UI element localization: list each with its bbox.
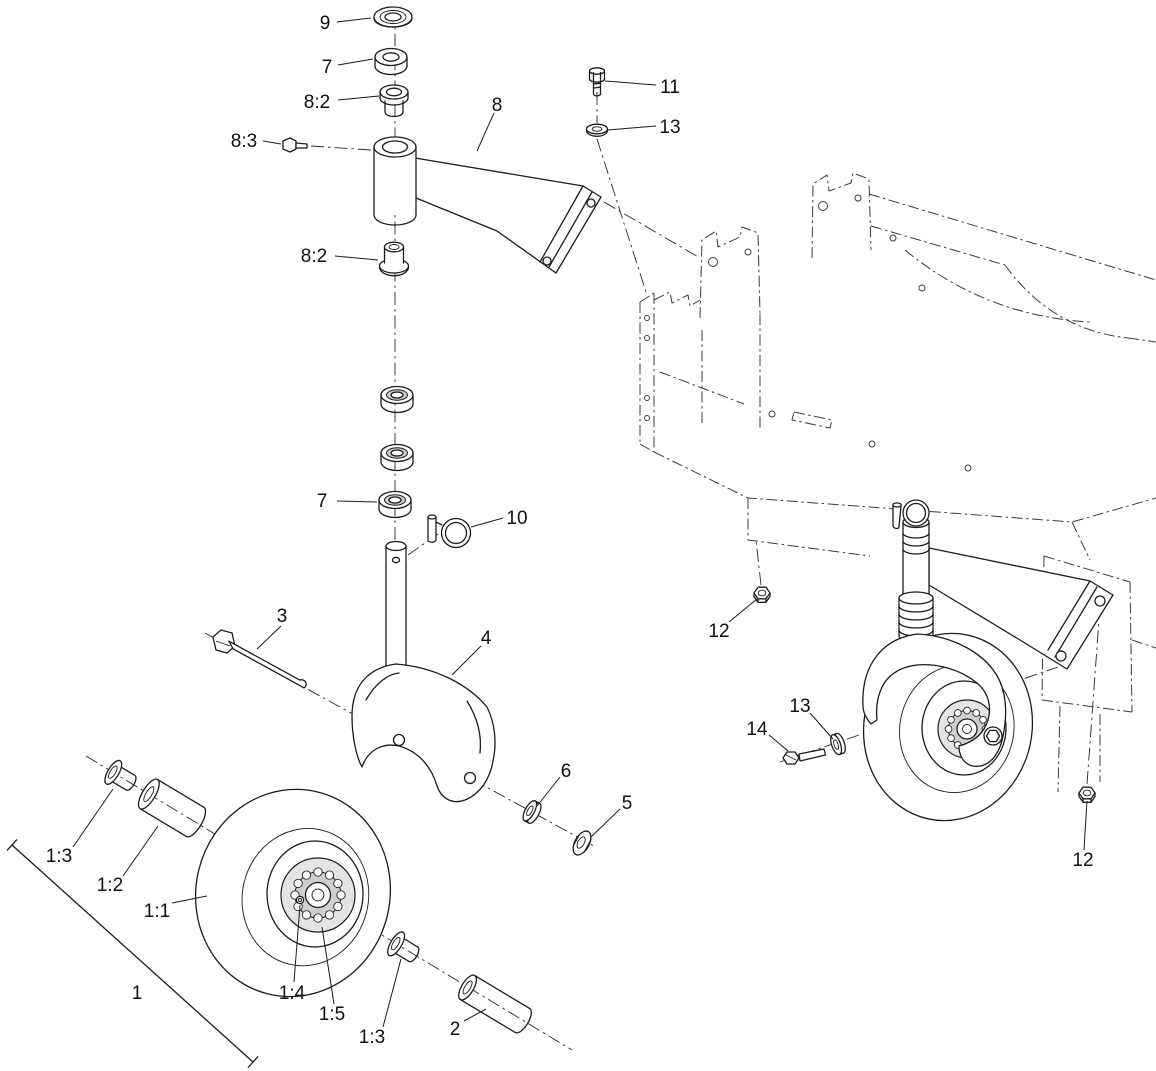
part-1-3-bearing-lower xyxy=(387,931,420,963)
callout-5: 5 xyxy=(622,793,633,814)
callout-1-4: 1:4 xyxy=(279,983,306,1004)
callout-1: 1 xyxy=(132,983,143,1004)
stack-washer-a xyxy=(380,385,414,414)
part-12-nut-left xyxy=(753,586,771,603)
mount-arm-plate xyxy=(928,547,1114,670)
callout-12-right: 12 xyxy=(1072,850,1093,871)
part-12-nut-right xyxy=(1078,786,1096,803)
callout-1-3-lower: 1:3 xyxy=(359,1027,385,1048)
assembly-1-bracket-line xyxy=(6,839,259,1068)
part-13-washer-upper xyxy=(585,123,609,137)
callout-10: 10 xyxy=(506,508,527,529)
assembled-stem xyxy=(898,515,934,643)
part-13-washer-lower xyxy=(830,732,846,756)
part-4-caster-fork xyxy=(351,663,496,803)
callout-7-top: 7 xyxy=(322,57,333,78)
part-8-2-bushing-upper xyxy=(379,84,409,118)
callout-14: 14 xyxy=(746,719,768,740)
callout-11: 11 xyxy=(660,77,680,98)
part-2-axle-tube xyxy=(458,974,532,1034)
callout-9: 9 xyxy=(320,13,331,34)
axle-bolt-head xyxy=(985,729,1001,743)
part-5-nut xyxy=(572,830,592,856)
part-7-washer-lower xyxy=(378,490,412,519)
part-10-lynch-pin xyxy=(427,514,472,549)
callout-13-lower: 13 xyxy=(789,696,810,717)
part-1-2-spacer xyxy=(137,778,207,838)
callout-1-1: 1:1 xyxy=(144,901,170,922)
part-11-bolt xyxy=(588,67,606,97)
callout-13-upper: 13 xyxy=(659,117,680,138)
callout-8-2-lower: 8:2 xyxy=(301,246,327,267)
part-14-bolt xyxy=(782,748,827,765)
callout-2: 2 xyxy=(450,1019,461,1040)
part-1-3-bearing-upper xyxy=(104,759,137,791)
callout-1-2: 1:2 xyxy=(97,875,123,896)
callout-3: 3 xyxy=(277,606,288,627)
part-1-1-tire xyxy=(194,788,392,998)
part-1-4-stud xyxy=(295,895,305,905)
assembled-fork xyxy=(862,633,1007,767)
part-3-axle-bolt xyxy=(212,629,307,689)
part-8-caster-arm-weldment xyxy=(373,136,602,274)
callout-6: 6 xyxy=(561,761,572,782)
phantom-frame xyxy=(639,172,1156,793)
caster-stem xyxy=(385,540,407,669)
part-7-washer-upper xyxy=(374,47,408,76)
part-8-2-bushing-lower xyxy=(378,241,410,277)
callout-8: 8 xyxy=(492,95,503,116)
callout-1-5: 1:5 xyxy=(319,1004,345,1025)
assembled-caster xyxy=(862,499,1114,822)
callouts: 9 7 8:2 8:3 8 11 13 8:2 7 10 3 4 12 13 1… xyxy=(46,13,1094,1048)
callout-7-lower: 7 xyxy=(317,491,328,512)
part-9-cap xyxy=(373,6,413,28)
part-8-3-bolt xyxy=(282,137,308,153)
callout-8-2-upper: 8:2 xyxy=(304,92,330,113)
callout-12-left: 12 xyxy=(708,621,729,642)
assembled-lynch-pin xyxy=(892,499,930,530)
callout-1-3-upper: 1:3 xyxy=(46,846,72,867)
part-1-5-hub-cap xyxy=(304,881,332,909)
stack-washer-b xyxy=(380,443,414,472)
leader-lines xyxy=(72,17,1088,1028)
callout-4: 4 xyxy=(481,628,492,649)
callout-8-3: 8:3 xyxy=(231,131,257,152)
